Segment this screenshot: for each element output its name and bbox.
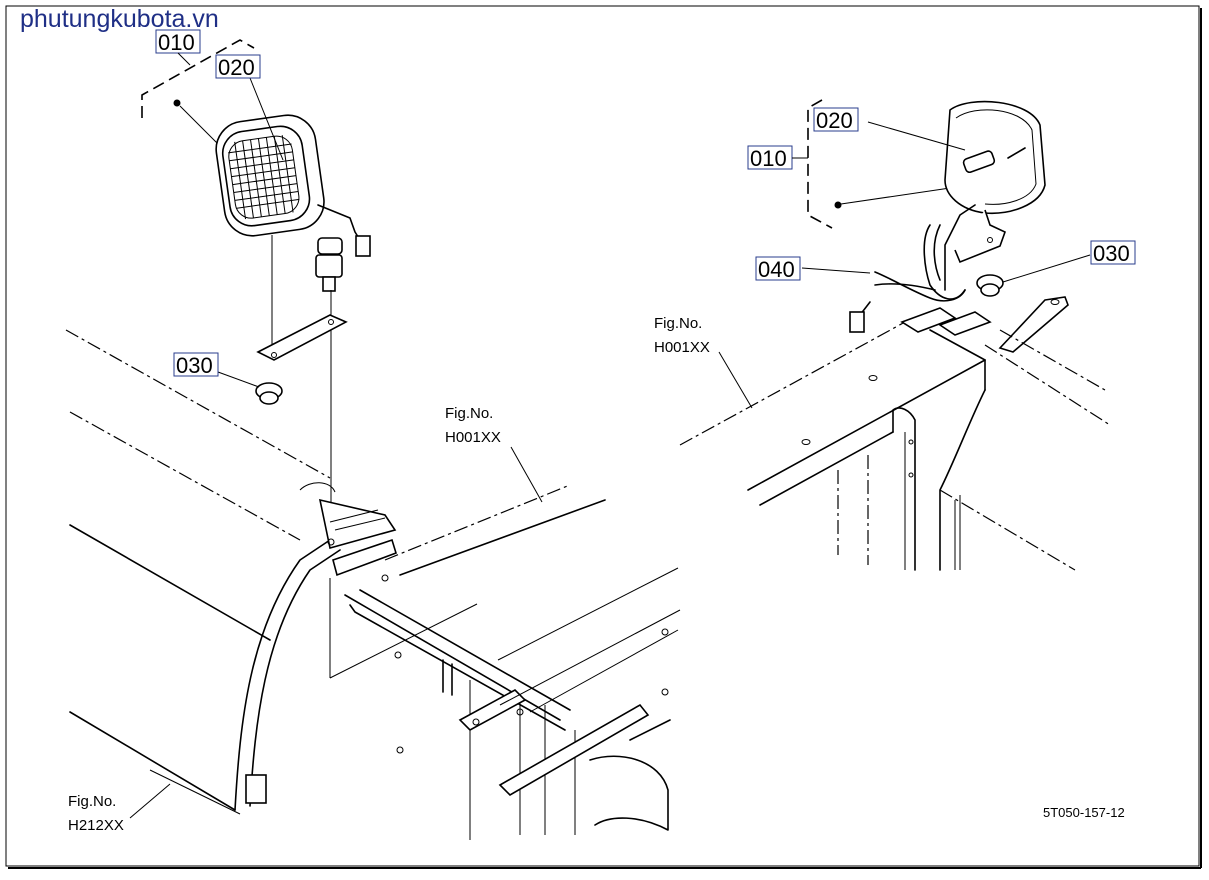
callout-left-030: 030: [173, 352, 219, 378]
callout-right-020: 020: [813, 107, 859, 133]
fig-ref-left-mid: Fig.No. H001XX: [445, 405, 501, 446]
drawing-frame: [5, 5, 1200, 867]
callout-left-020: 020: [215, 54, 261, 80]
svg-text:H212XX: H212XX: [68, 817, 124, 834]
left-frame-structure: [65, 329, 681, 840]
drawing-number: 5T050-157-12: [1043, 805, 1125, 820]
svg-text:Fig.No.: Fig.No.: [654, 315, 702, 332]
svg-text:Fig.No.: Fig.No.: [68, 793, 116, 810]
svg-text:H001XX: H001XX: [654, 339, 710, 356]
fig-ref-right: Fig.No. H001XX: [654, 315, 710, 356]
svg-text:Fig.No.: Fig.No.: [445, 405, 493, 422]
svg-text:040: 040: [758, 257, 795, 282]
svg-text:030: 030: [1093, 241, 1130, 266]
left-lamp-assembly: [141, 39, 371, 540]
watermark-text: phutungkubota.vn: [20, 5, 219, 33]
svg-text:010: 010: [750, 146, 787, 171]
svg-text:020: 020: [816, 108, 853, 133]
right-lamp-assembly: [801, 99, 1091, 353]
fig-ref-left-bottom: Fig.No. H212XX: [68, 793, 124, 834]
right-frame-structure: [679, 307, 1111, 571]
callout-right-010: 010: [747, 145, 808, 171]
svg-text:020: 020: [218, 55, 255, 80]
callout-left-010: 010: [155, 29, 201, 66]
svg-text:030: 030: [176, 353, 213, 378]
svg-text:010: 010: [158, 30, 195, 55]
svg-text:H001XX: H001XX: [445, 429, 501, 446]
callout-right-040: 040: [755, 256, 801, 282]
callout-right-030: 030: [1090, 240, 1136, 266]
